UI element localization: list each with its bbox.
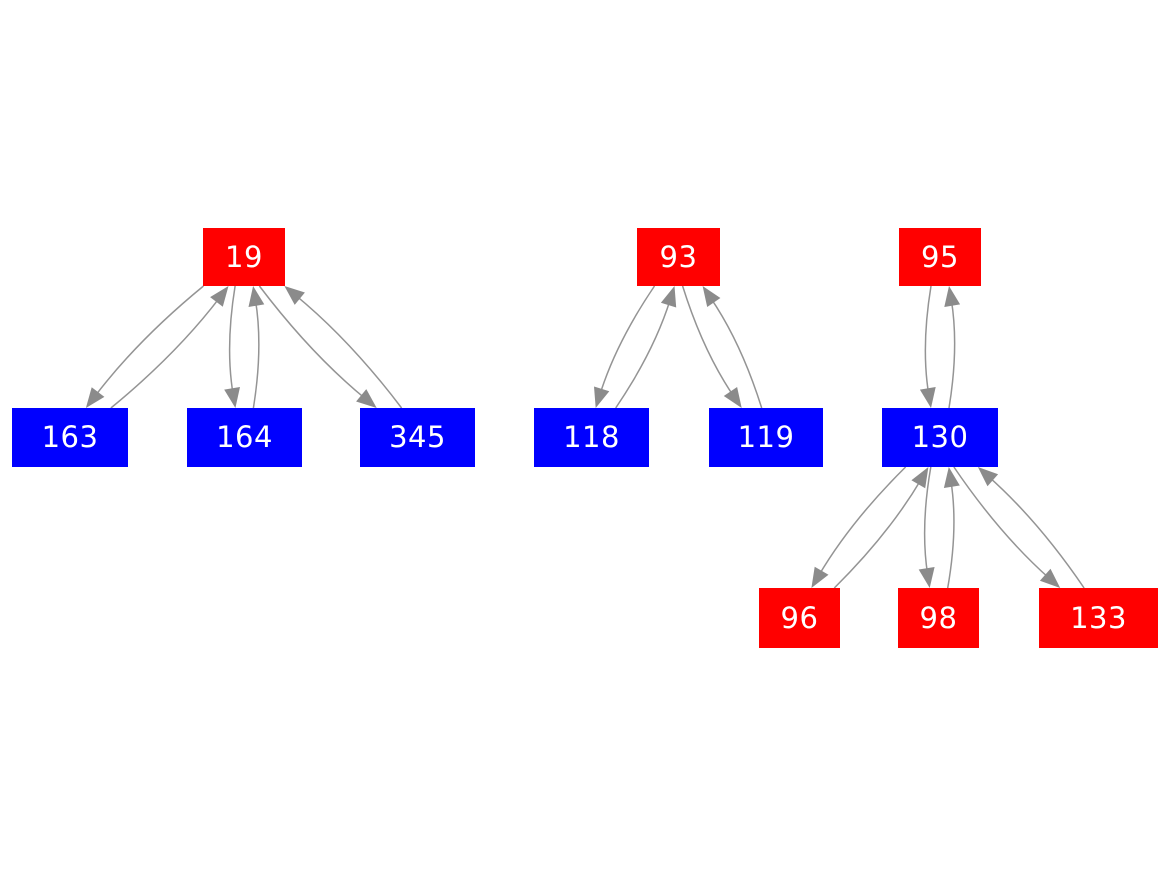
edge-line bbox=[681, 285, 735, 397]
edge-345-19 bbox=[284, 286, 403, 409]
edge-19-163 bbox=[85, 285, 204, 408]
arrowhead-icon bbox=[811, 566, 829, 588]
edge-line bbox=[948, 299, 956, 409]
edge-93-119 bbox=[681, 285, 742, 408]
edge-line bbox=[258, 285, 367, 400]
edge-96-130 bbox=[833, 467, 929, 589]
node-label: 164 bbox=[216, 420, 273, 454]
edge-95-130 bbox=[919, 285, 936, 408]
node-label: 98 bbox=[919, 600, 958, 635]
node-96: 96 bbox=[759, 588, 840, 648]
edge-line bbox=[987, 475, 1085, 589]
arrowhead-icon bbox=[85, 387, 105, 408]
edge-130-95 bbox=[944, 286, 961, 409]
edge-line bbox=[110, 296, 221, 409]
edge-line bbox=[599, 285, 656, 395]
node-118: 118 bbox=[534, 408, 649, 467]
node-19: 19 bbox=[203, 228, 285, 286]
edge-line bbox=[833, 478, 922, 589]
edge-line bbox=[228, 285, 236, 395]
arrowhead-icon bbox=[723, 387, 742, 408]
node-98: 98 bbox=[898, 588, 979, 648]
edge-line bbox=[709, 297, 763, 409]
node-130: 130 bbox=[882, 408, 998, 467]
node-164: 164 bbox=[187, 408, 302, 467]
node-163: 163 bbox=[12, 408, 128, 467]
node-label: 96 bbox=[780, 600, 819, 635]
arrowhead-icon bbox=[224, 387, 240, 408]
edge-130-98 bbox=[918, 466, 935, 588]
node-label: 130 bbox=[911, 420, 969, 454]
edge-line bbox=[946, 480, 955, 589]
node-label: 93 bbox=[659, 239, 698, 274]
node-119: 119 bbox=[709, 408, 823, 467]
arrowhead-icon bbox=[660, 286, 677, 308]
node-label: 345 bbox=[389, 420, 446, 454]
node-label: 95 bbox=[921, 239, 959, 274]
edge-130-96 bbox=[811, 466, 907, 588]
arrowhead-icon bbox=[284, 286, 305, 305]
edge-line bbox=[817, 466, 907, 577]
node-label: 118 bbox=[563, 420, 620, 454]
arrowhead-icon bbox=[248, 286, 265, 307]
arrowhead-icon bbox=[944, 286, 961, 307]
arrowhead-icon bbox=[594, 386, 610, 408]
node-label: 119 bbox=[737, 420, 795, 454]
edge-line bbox=[252, 299, 260, 409]
edge-line bbox=[294, 294, 403, 409]
node-label: 163 bbox=[41, 420, 99, 454]
edge-118-93 bbox=[615, 286, 677, 409]
arrowhead-icon bbox=[918, 567, 935, 588]
edge-130-133 bbox=[953, 466, 1061, 588]
edge-line bbox=[93, 285, 204, 398]
edge-line bbox=[953, 466, 1051, 580]
edge-163-19 bbox=[110, 286, 229, 409]
node-label: 19 bbox=[225, 239, 263, 274]
edge-line bbox=[924, 285, 932, 395]
arrowhead-icon bbox=[702, 286, 721, 307]
edge-119-93 bbox=[702, 286, 763, 409]
edge-164-19 bbox=[248, 286, 265, 409]
node-95: 95 bbox=[899, 228, 981, 286]
edge-19-164 bbox=[224, 285, 240, 408]
node-label: 133 bbox=[1070, 600, 1127, 635]
edge-98-130 bbox=[943, 467, 960, 589]
edge-133-130 bbox=[977, 467, 1085, 589]
arrowhead-icon bbox=[356, 389, 377, 408]
edge-line bbox=[923, 466, 932, 575]
edge-19-345 bbox=[258, 285, 377, 408]
arrowhead-icon bbox=[919, 387, 936, 408]
edge-line bbox=[615, 299, 672, 409]
arrowhead-icon bbox=[943, 467, 960, 488]
arrowhead-icon bbox=[911, 467, 929, 489]
arrowhead-icon bbox=[210, 286, 229, 307]
arrowhead-icon bbox=[977, 467, 999, 487]
node-93: 93 bbox=[637, 228, 720, 286]
node-345: 345 bbox=[360, 408, 475, 467]
edge-93-118 bbox=[594, 285, 656, 408]
arrowhead-icon bbox=[1039, 568, 1061, 588]
node-133: 133 bbox=[1039, 588, 1158, 648]
